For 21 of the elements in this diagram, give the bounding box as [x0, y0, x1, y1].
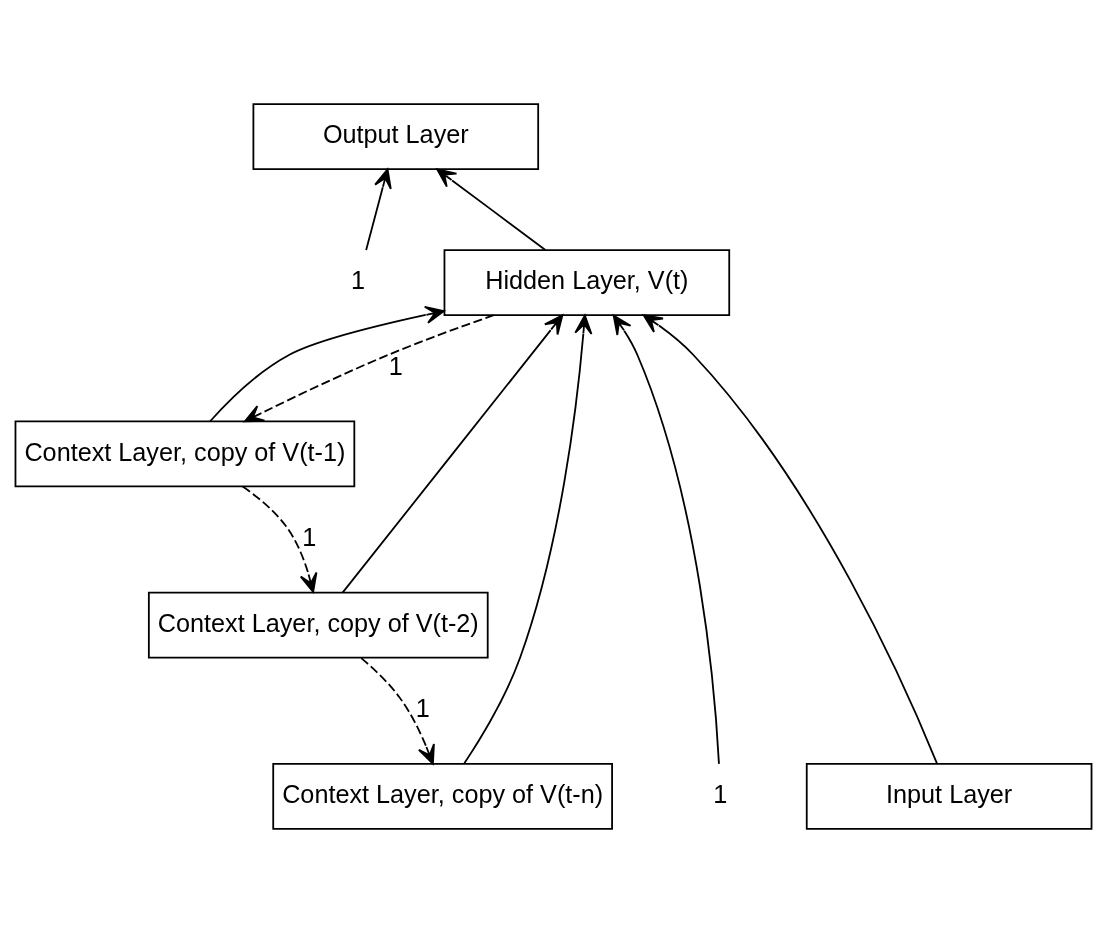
arrow [243, 313, 495, 422]
arrow [463, 313, 593, 764]
node-box: Hidden Layer, V(t) [443, 248, 731, 316]
node-box: Context Layer, copy of V(t-1) [14, 420, 356, 487]
edge-label: 1 [415, 693, 430, 722]
edge-label: 1 [302, 522, 317, 551]
node-box: Output Layer [252, 102, 540, 170]
node-text: 1 [350, 265, 365, 294]
arrow [209, 305, 445, 422]
arrow [612, 314, 720, 765]
edge-label: 1 [388, 351, 403, 380]
arrow [360, 656, 435, 765]
node-box: Context Layer, copy of V(t-n) [272, 762, 613, 830]
node-box: Context Layer, copy of V(t-2) [147, 591, 489, 658]
node-text: 1 [713, 779, 728, 808]
node-box: Input Layer [805, 762, 1093, 830]
arrow [365, 167, 392, 251]
arrow [341, 313, 564, 594]
arrow [642, 313, 938, 765]
arrow [241, 485, 318, 593]
arrow [436, 167, 547, 251]
